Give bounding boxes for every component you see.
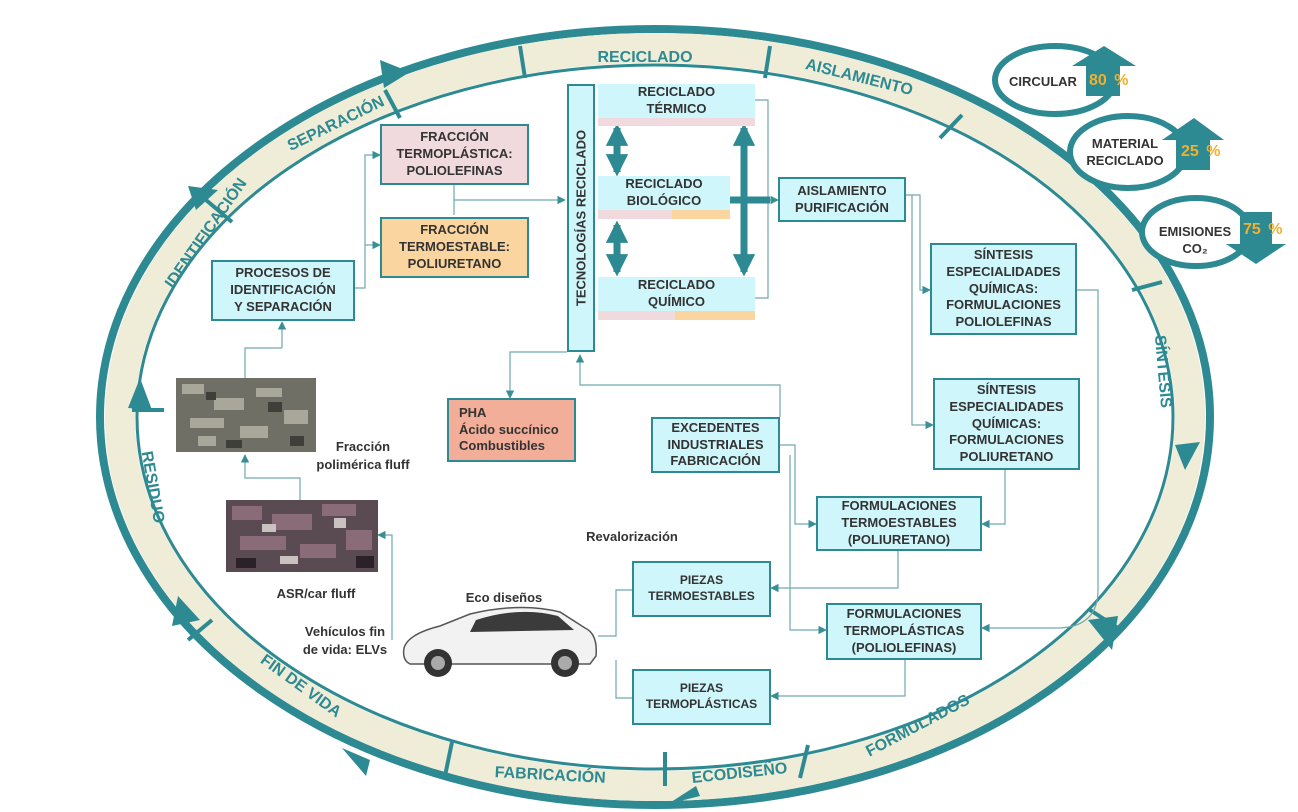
ring-label-reciclado: RECICLADO [597,49,692,66]
fraccion-termoestable-box: FRACCIÓN TERMOESTABLE: POLIURETANO [380,217,529,278]
fraccion-termoplastica-box: FRACCIÓN TERMOPLÁSTICA: POLIOLEFINAS [380,124,529,185]
tecnologias-reciclado-label: TECNOLOGÍAS RECICLADO [573,129,589,307]
recycling-arrows [605,123,770,277]
cycle-ring-band [105,33,1205,801]
reciclado-termico-box: RECICLADO TÉRMICO [598,84,755,118]
cycle-ring-inner [135,63,1175,771]
car-icon [402,606,598,677]
piezas-termoestables-box: PIEZAS TERMOESTABLES [632,561,771,617]
excedentes-industriales-box: EXCEDENTES INDUSTRIALES FABRICACIÓN [651,417,780,473]
cycle-ring-outer [96,25,1214,809]
reciclado-biologico-box: RECICLADO BIOLÓGICO [598,176,730,210]
pha-productos-box: PHA Ácido succínico Combustibles [447,398,576,462]
indicator-emisiones-label: EMISIONES CO₂ [1158,224,1232,256]
formulaciones-termoplasticas-box: FORMULACIONES TERMOPLÁSTICAS (POLIOLEFIN… [826,603,982,660]
indicator-circular-label: CIRCULAR [1009,74,1077,89]
connectors [240,99,1099,701]
procesos-identificacion-box: PROCESOS DE IDENTIFICACIÓN Y SEPARACIÓN [211,260,355,321]
eco-disenos-label: Eco diseños [465,590,543,605]
revalorizacion-label: Revalorización [586,529,678,544]
indicator-circular-value: 80 % [1086,72,1128,90]
indicator-circular [992,43,1136,117]
car-fluff-photo [226,500,378,572]
indicator-emisiones-value: 75 % [1240,221,1282,239]
indicator-material-value: 25 % [1178,143,1220,161]
formulaciones-termoestables-box: FORMULACIONES TERMOESTABLES (POLIURETANO… [816,496,982,551]
indicator-emisiones [1139,195,1286,269]
indicator-material-label: MATERIAL RECICLADO [1086,136,1164,168]
reciclado-biologico-bar [598,210,730,219]
scrap-metal-photo [176,378,316,452]
asr-fluff-label: ASR/car fluff [276,586,356,601]
ring-arrows [128,60,1200,804]
reciclado-quimico-box: RECICLADO QUÍMICO [598,277,755,311]
aislamiento-purificacion-box: AISLAMIENTO PURIFICACIÓN [778,177,906,222]
piezas-termoplasticas-box: PIEZAS TERMOPLÁSTICAS [632,669,771,725]
ring-separators [132,45,1163,786]
sintesis-poliuretano-box: SÍNTESIS ESPECIALIDADES QUÍMICAS: FORMUL… [933,378,1080,470]
fraccion-fluff-label: Fracción polimérica fluff [316,439,410,472]
tecnologias-reciclado-box: TECNOLOGÍAS RECICLADO [567,84,595,352]
reciclado-quimico-bar [598,311,755,320]
sintesis-poliolefinas-box: SÍNTESIS ESPECIALIDADES QUÍMICAS: FORMUL… [930,243,1077,335]
vehiculos-elvs-label: Vehículos fin de vida: ELVs [302,624,388,657]
reciclado-termico-bar [598,118,755,126]
